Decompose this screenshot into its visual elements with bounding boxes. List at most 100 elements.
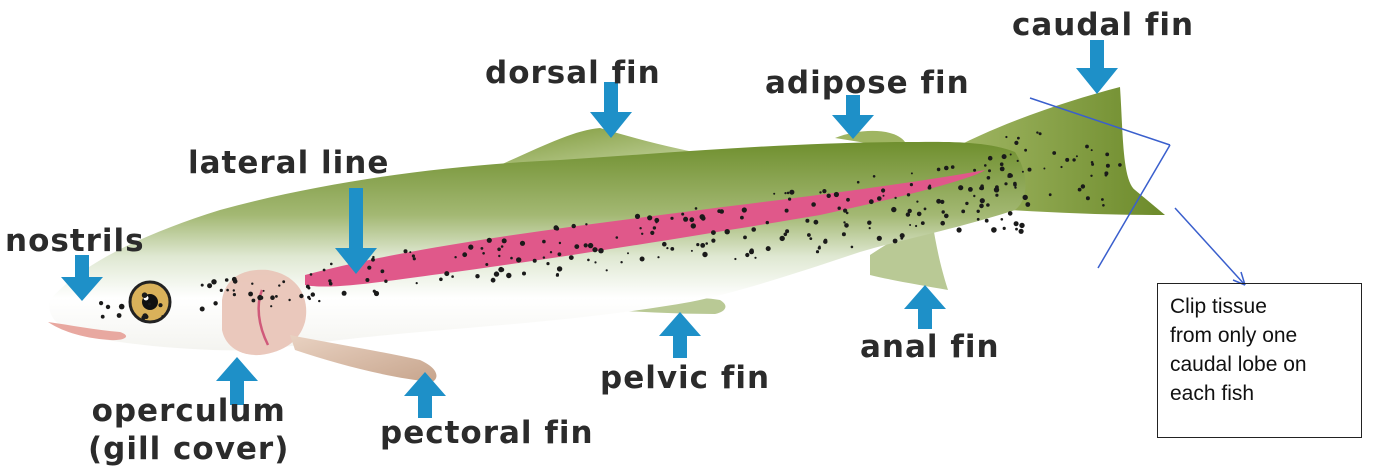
- spot: [924, 208, 927, 211]
- spot: [311, 292, 315, 296]
- spot: [404, 249, 408, 253]
- label-operculum-line2: (gill cover): [88, 430, 289, 468]
- spot: [1022, 171, 1024, 173]
- spot: [588, 243, 593, 248]
- spot: [598, 248, 603, 253]
- spot: [928, 186, 932, 190]
- spot: [142, 292, 148, 298]
- spot: [226, 289, 229, 292]
- spot: [1039, 132, 1042, 135]
- spot: [542, 240, 546, 244]
- spot: [740, 216, 744, 220]
- spot: [454, 256, 456, 258]
- spot: [681, 213, 684, 216]
- spot: [1007, 175, 1010, 178]
- spot: [809, 237, 812, 240]
- spot: [702, 252, 707, 257]
- spot: [1010, 154, 1012, 156]
- spot: [606, 269, 608, 271]
- spot: [371, 258, 375, 262]
- spot: [444, 271, 449, 276]
- spot: [900, 237, 903, 240]
- arrow-caudal-fin: [1076, 40, 1118, 94]
- spot: [501, 245, 504, 248]
- spot: [1000, 167, 1005, 172]
- note-box: Clip tissue from only one caudal lobe on…: [1157, 283, 1362, 438]
- spot: [1008, 211, 1013, 216]
- spot: [374, 291, 379, 296]
- spot: [640, 257, 645, 262]
- spot: [372, 256, 374, 258]
- spot: [980, 198, 985, 203]
- spot: [232, 277, 237, 282]
- spot: [691, 250, 693, 252]
- spot: [986, 203, 990, 207]
- label-operculum: operculum (gill cover): [88, 392, 289, 468]
- spot: [233, 289, 235, 291]
- spot: [494, 271, 499, 276]
- spot: [891, 207, 896, 212]
- note-line: from only one: [1170, 321, 1349, 350]
- spot: [1014, 186, 1016, 188]
- spot: [1017, 160, 1019, 162]
- spot: [585, 223, 587, 225]
- spot: [572, 224, 576, 228]
- spot: [482, 252, 485, 255]
- note-line: each fish: [1170, 379, 1349, 408]
- spot: [318, 300, 320, 302]
- spot: [915, 225, 917, 227]
- spot: [951, 165, 955, 169]
- spot: [867, 221, 871, 225]
- spot: [843, 221, 845, 223]
- spot: [877, 236, 882, 241]
- spot: [510, 257, 513, 260]
- spot: [1091, 163, 1094, 166]
- spot: [869, 227, 871, 229]
- spot: [506, 273, 511, 278]
- spot: [766, 221, 769, 224]
- spot: [365, 278, 369, 282]
- spot: [838, 207, 841, 210]
- spot: [711, 230, 716, 235]
- spot: [965, 202, 968, 205]
- spot: [705, 242, 708, 245]
- spot: [559, 242, 561, 244]
- spot: [877, 196, 882, 201]
- spot: [1078, 188, 1082, 192]
- spot: [869, 199, 874, 204]
- spot: [439, 278, 443, 282]
- spot: [263, 290, 265, 292]
- spot: [805, 219, 809, 223]
- spot: [968, 187, 973, 192]
- spot: [220, 289, 223, 292]
- spot: [814, 220, 819, 225]
- spot: [1049, 193, 1052, 196]
- spot: [742, 207, 747, 212]
- spot: [958, 185, 963, 190]
- spot: [413, 257, 416, 260]
- spot: [988, 169, 991, 172]
- spot: [653, 226, 656, 229]
- spot: [635, 214, 640, 219]
- spot: [574, 244, 579, 249]
- spot: [306, 285, 310, 289]
- spot: [979, 204, 984, 209]
- spot: [834, 192, 839, 197]
- spot: [451, 275, 454, 278]
- spot: [957, 227, 962, 232]
- spot: [873, 175, 876, 178]
- spot: [620, 261, 622, 263]
- note-line: caudal lobe on: [1170, 350, 1349, 379]
- arrow-pelvic-fin: [659, 312, 701, 358]
- spot: [717, 209, 721, 213]
- spot: [942, 210, 945, 213]
- spot: [522, 272, 526, 276]
- spot: [773, 193, 775, 195]
- spot: [555, 227, 559, 231]
- spot: [883, 195, 885, 197]
- spot: [1019, 229, 1024, 234]
- spot: [475, 274, 479, 278]
- spot: [1052, 151, 1056, 155]
- spot: [973, 169, 976, 172]
- spot: [944, 214, 949, 219]
